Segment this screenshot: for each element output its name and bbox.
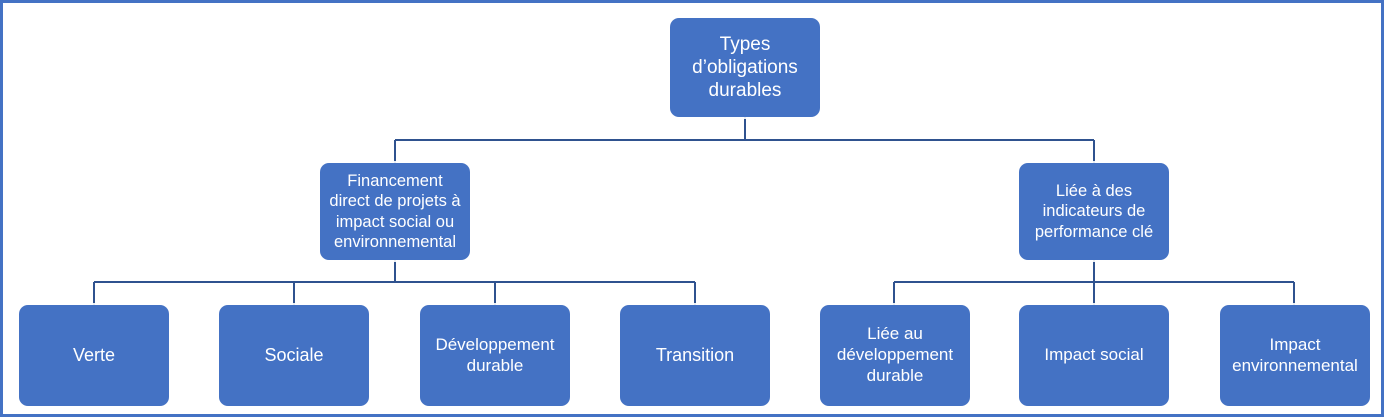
node-leaf-transition-label: Transition bbox=[655, 344, 735, 365]
node-branch-indicateurs-label: Liée à des indicateurs de performance cl… bbox=[1034, 182, 1154, 241]
node-leaf-impact-environnemental-label: Impact environnemental bbox=[1232, 334, 1358, 375]
node-leaf-liee-developpement-durable-label: Liée au développement durable bbox=[836, 324, 954, 385]
node-leaf-verte-label: Verte bbox=[72, 344, 116, 365]
node-root[interactable]: Types d’obligations durables bbox=[670, 18, 820, 117]
node-leaf-liee-developpement-durable[interactable]: Liée au développement durable bbox=[820, 305, 970, 406]
diagram-canvas: Types d’obligations durables Financement… bbox=[3, 3, 1381, 414]
node-leaf-sociale[interactable]: Sociale bbox=[219, 305, 369, 406]
node-leaf-impact-environnemental[interactable]: Impact environnemental bbox=[1220, 305, 1370, 406]
node-leaf-developpement-durable[interactable]: Développement durable bbox=[420, 305, 570, 406]
node-leaf-developpement-durable-label: Développement durable bbox=[435, 334, 555, 375]
node-root-label: Types d’obligations durables bbox=[692, 33, 798, 102]
node-branch-financement[interactable]: Financement direct de projets à impact s… bbox=[320, 163, 470, 260]
node-leaf-sociale-label: Sociale bbox=[264, 344, 324, 365]
node-branch-financement-label: Financement direct de projets à impact s… bbox=[329, 172, 461, 251]
node-leaf-impact-social-label: Impact social bbox=[1044, 345, 1144, 365]
node-leaf-verte[interactable]: Verte bbox=[19, 305, 169, 406]
node-leaf-transition[interactable]: Transition bbox=[620, 305, 770, 406]
node-leaf-impact-social[interactable]: Impact social bbox=[1019, 305, 1169, 406]
node-branch-indicateurs[interactable]: Liée à des indicateurs de performance cl… bbox=[1019, 163, 1169, 260]
